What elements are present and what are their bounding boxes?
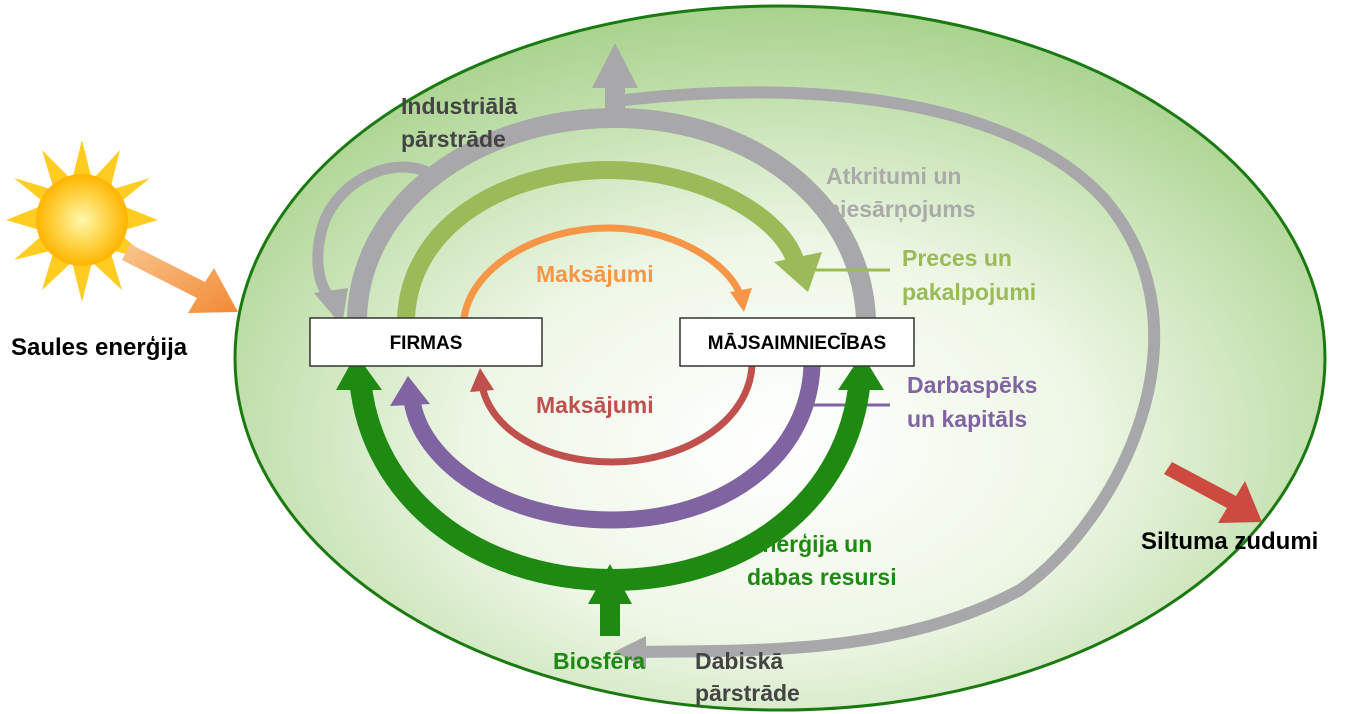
industrial-recycling-arrowhead — [314, 288, 348, 326]
solar-energy-arrow — [122, 244, 238, 313]
industrial-recycling-label-2: pārstrāde — [401, 126, 506, 152]
natural-recycling-label-1: Dabiskā — [695, 648, 783, 674]
payments-top-arrowhead — [730, 288, 752, 312]
solar-energy-label: Saules enerģija — [11, 334, 188, 361]
biosphere-label: Biosfēra — [553, 648, 645, 674]
labour-label-2: un kapitāls — [907, 406, 1027, 432]
energy-to-firms-arrowhead — [336, 354, 382, 390]
heat-loss-label: Siltuma zudumi — [1141, 528, 1318, 555]
natural-recycling-flow — [619, 86, 1161, 658]
energy-label-2: dabas resursi — [747, 564, 897, 590]
industrial-recycling-label-1: Industriālā — [401, 93, 518, 119]
waste-label-1: Atkritumi un — [826, 163, 961, 189]
labour-capital-flow — [403, 365, 821, 529]
firms-label: FIRMAS — [390, 333, 463, 354]
goods-label-1: Preces un — [902, 245, 1012, 271]
natural-recycling-label-2: pārstrāde — [695, 680, 800, 706]
payments-bottom-label: Maksājumi — [536, 392, 654, 418]
labour-label-1: Darbaspēks — [907, 372, 1037, 398]
energy-label-1: Enerģija un — [747, 531, 872, 557]
goods-services-flow — [397, 160, 804, 319]
payments-bottom-flow — [478, 365, 756, 466]
waste-label-2: piesārņojums — [826, 196, 976, 222]
sun-icon — [6, 140, 158, 302]
goods-label-2: pakalpojumi — [902, 279, 1036, 305]
natural-recycling-arrowhead — [614, 636, 646, 668]
labour-capital-arrowhead — [390, 376, 430, 406]
biosphere-arrow — [588, 564, 632, 636]
payments-top-flow — [460, 224, 744, 319]
payments-top-label: Maksājumi — [536, 261, 654, 287]
waste-flow — [347, 107, 876, 319]
goods-services-arrowhead — [774, 252, 822, 292]
energy-to-households-arrowhead — [838, 354, 884, 390]
industrial-recycling-flow — [312, 161, 444, 305]
payments-bottom-arrowhead — [470, 368, 494, 392]
heat-loss-arrow — [1164, 462, 1262, 523]
households-label: MĀJSAIMNIECĪBAS — [708, 333, 886, 354]
firms-box: FIRMAS — [309, 317, 543, 367]
households-box: MĀJSAIMNIECĪBAS — [679, 317, 915, 367]
